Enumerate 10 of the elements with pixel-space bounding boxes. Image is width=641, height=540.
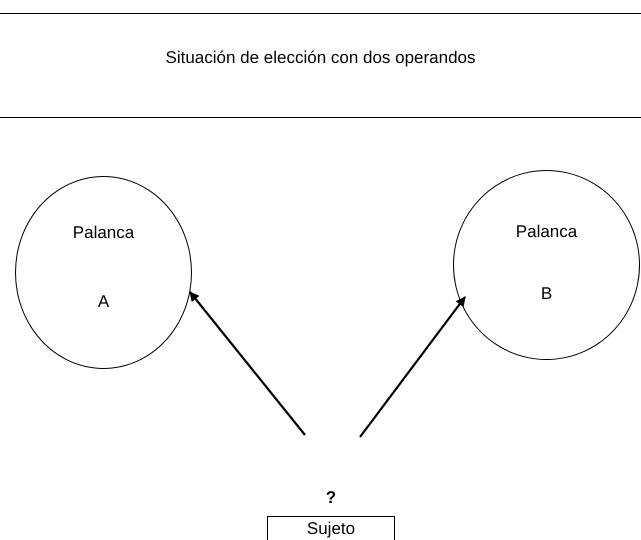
lever-circle xyxy=(15,176,192,369)
node-label: Sujeto xyxy=(306,518,356,540)
question-mark: ? xyxy=(324,488,338,508)
arrow xyxy=(359,296,466,438)
node-label: Palanca A xyxy=(72,222,136,312)
arrow xyxy=(189,291,306,436)
node-label: Palanca B xyxy=(514,221,578,305)
diagram-title: Situación de elección con dos operandos xyxy=(164,48,476,68)
lever-circle xyxy=(453,170,640,360)
subject-box xyxy=(267,516,395,540)
